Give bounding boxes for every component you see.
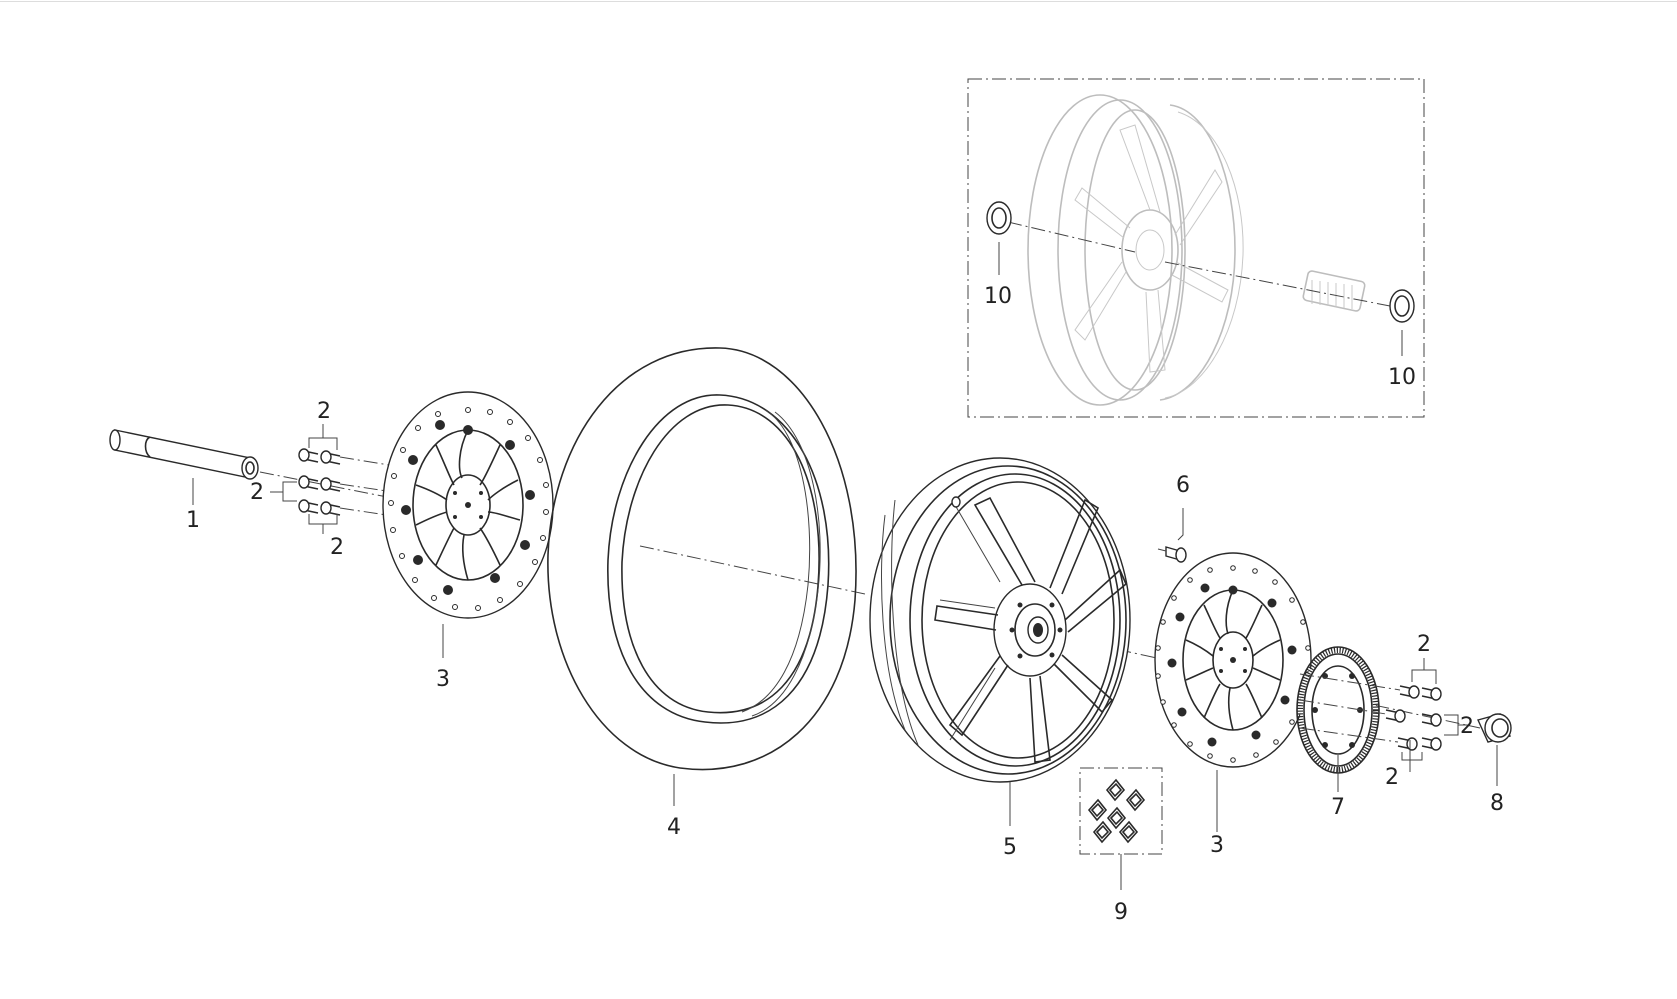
callout-6: 6 <box>1176 473 1190 498</box>
callout-2-left-bottom: 2 <box>330 535 344 560</box>
callout-2-right-top: 2 <box>1417 632 1431 657</box>
inset-ghost-wheel <box>1027 94 1366 406</box>
callout-2-right-bottom: 2 <box>1385 765 1399 790</box>
callout-1: 1 <box>186 508 200 533</box>
callout-2-left-middle: 2 <box>250 480 264 505</box>
callout-10-left: 10 <box>984 284 1012 309</box>
callout-labels: 1 2 2 2 3 4 5 6 2 2 2 3 7 8 9 10 10 <box>186 284 1504 925</box>
callout-4: 4 <box>667 815 681 840</box>
inset-frame <box>967 78 1425 418</box>
axle-cap <box>1477 713 1512 786</box>
right-disc-bolts <box>1299 658 1470 772</box>
axle <box>109 429 259 505</box>
inset-rim-assembly <box>967 78 1425 418</box>
callout-5: 5 <box>1003 835 1017 860</box>
callout-2-left-top: 2 <box>317 399 331 424</box>
abs-tone-ring <box>1296 646 1380 792</box>
rim <box>869 457 1131 826</box>
callout-8: 8 <box>1490 791 1504 816</box>
callout-7: 7 <box>1331 795 1345 820</box>
callout-3-right: 3 <box>1210 833 1224 858</box>
callout-10-right: 10 <box>1388 365 1416 390</box>
balance-weights <box>1079 767 1163 890</box>
callout-9: 9 <box>1114 900 1128 925</box>
callout-3-left: 3 <box>436 667 450 692</box>
valve <box>1157 508 1187 563</box>
tire <box>547 347 857 806</box>
bearing-left <box>986 201 1012 235</box>
left-brake-disc <box>382 391 554 658</box>
bearing-right <box>1389 289 1415 323</box>
callout-2-right-middle: 2 <box>1460 714 1474 739</box>
right-brake-disc <box>1154 552 1312 832</box>
